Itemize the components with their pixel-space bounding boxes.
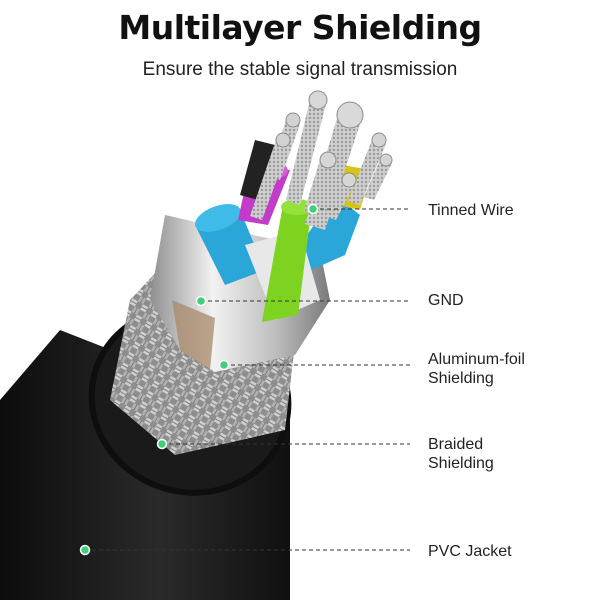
page-subtitle: Ensure the stable signal transmission [142,59,458,80]
aluminum-foil-label: Aluminum-foil Shielding [428,350,525,388]
braided-shielding-label: Braided Shielding [428,435,494,473]
braided-label-line2: Shielding [428,455,494,472]
tinned-wire-label: Tinned Wire [428,202,514,219]
gnd-label: GND [428,292,464,309]
gnd-marker [195,295,207,307]
braid-marker [156,438,168,450]
pvc-marker [79,544,91,556]
braided-label-line1: Braided [428,436,484,453]
page-title: Multilayer Shielding [118,8,482,47]
pvc-jacket-label: PVC Jacket [428,543,512,560]
tinned-wire-strands [250,90,393,230]
foil-marker [218,359,230,371]
callout-markers [79,203,319,556]
inner-conductors [195,90,393,322]
tinned-wire-marker [307,203,319,215]
callout-lines [85,208,410,551]
aluminum-foil-label-line1: Aluminum-foil [428,351,525,368]
aluminum-foil-label-line2: Shielding [428,370,494,387]
